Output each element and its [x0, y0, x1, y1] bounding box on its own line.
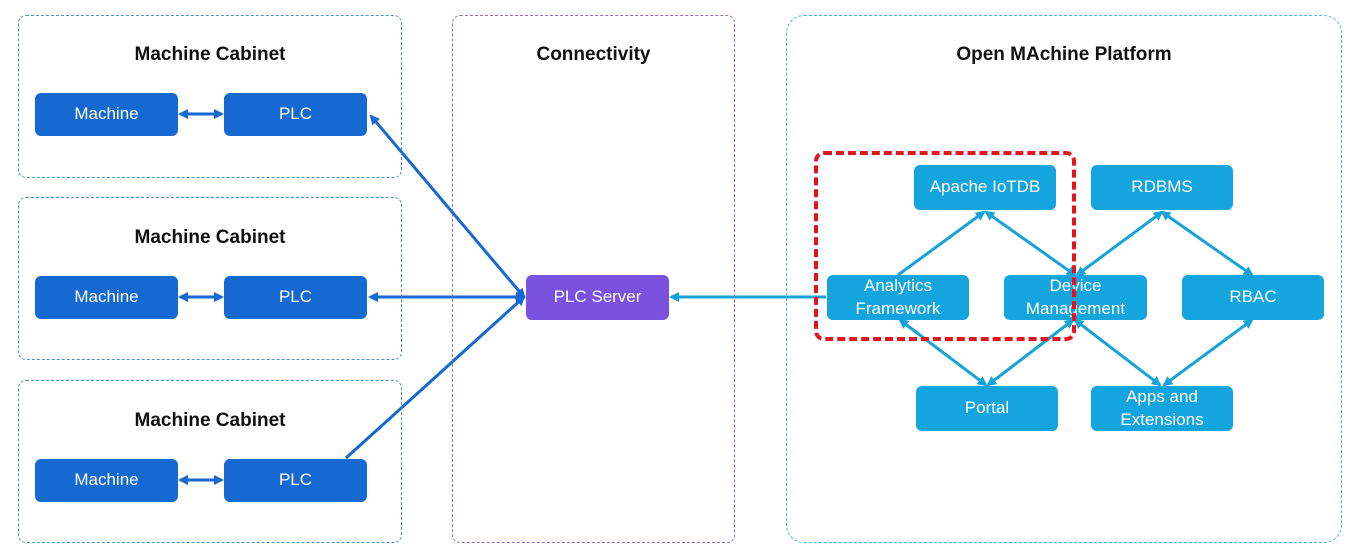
plc-server-node[interactable]: PLC Server: [526, 275, 669, 320]
platform-title: Open MAchine Platform: [956, 44, 1172, 65]
cabinet-title: Machine Cabinet: [134, 410, 286, 431]
plc-label: PLC: [278, 470, 313, 490]
portal-node[interactable]: Portal: [916, 386, 1058, 431]
machine-label: Machine: [74, 470, 139, 490]
machine-cabinet-2: Machine Cabinet: [18, 197, 402, 360]
plc-node-2[interactable]: PLC: [224, 276, 367, 319]
rdbms-node[interactable]: RDBMS: [1091, 165, 1233, 210]
apps-label-line2: Extensions: [1120, 409, 1204, 429]
portal-label: Portal: [964, 398, 1010, 418]
machine-node-2[interactable]: Machine: [35, 276, 178, 319]
analytics-framework-node[interactable]: Analytics Framework: [827, 275, 969, 320]
machine-label: Machine: [74, 104, 139, 124]
apps-label-line1: Apps and: [1126, 386, 1198, 406]
cabinet-title: Machine Cabinet: [134, 227, 286, 248]
analytics-label-line1: Analytics: [863, 275, 933, 295]
machine-node-1[interactable]: Machine: [35, 93, 178, 136]
connectivity-group: Connectivity: [452, 15, 735, 543]
cabinet-title: Machine Cabinet: [134, 44, 286, 65]
apache-iotdb-label: Apache IoTDB: [929, 177, 1041, 197]
connectivity-title: Connectivity: [536, 44, 651, 65]
machine-label: Machine: [74, 287, 139, 307]
rbac-node[interactable]: RBAC: [1182, 275, 1324, 320]
machine-cabinet-3: Machine Cabinet: [18, 380, 402, 543]
plc-server-label: PLC Server: [553, 287, 642, 307]
highlight-region: [814, 151, 1076, 341]
rdbms-label: RDBMS: [1131, 177, 1193, 197]
plc-node-1[interactable]: PLC: [224, 93, 367, 136]
plc-label: PLC: [278, 287, 313, 307]
machine-node-3[interactable]: Machine: [35, 459, 178, 502]
plc-node-3[interactable]: PLC: [224, 459, 367, 502]
rbac-label: RBAC: [1229, 287, 1277, 307]
apache-iotdb-node[interactable]: Apache IoTDB: [914, 165, 1056, 210]
analytics-label-line2: Framework: [855, 298, 941, 318]
plc-label: PLC: [278, 104, 313, 124]
machine-cabinet-1: Machine Cabinet: [18, 15, 402, 178]
platform-group: Open MAchine Platform: [786, 15, 1342, 543]
apps-extensions-node[interactable]: Apps and Extensions: [1091, 386, 1233, 431]
